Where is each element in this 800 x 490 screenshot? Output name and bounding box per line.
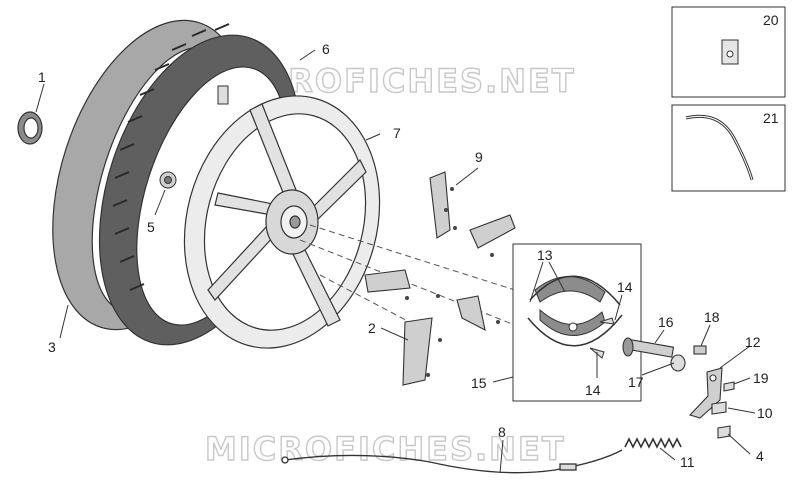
callout-16: 16 (658, 314, 674, 330)
callout-15: 15 (471, 375, 487, 391)
callout-8: 8 (498, 424, 506, 440)
leader-lines (35, 49, 756, 474)
callout-17: 17 (628, 374, 644, 390)
inset-21 (671, 104, 786, 192)
callout-21: 21 (763, 110, 779, 126)
callout-labels: 1 2 3 4 5 6 7 8 9 10 11 12 13 14 14 15 1… (38, 12, 779, 470)
callout-19: 19 (753, 370, 769, 386)
brake-pad-pieces (364, 171, 516, 386)
brake-shoe-box (512, 243, 642, 402)
callout-2: 2 (368, 320, 376, 336)
brake-cable (281, 449, 623, 474)
callout-1: 1 (38, 69, 46, 85)
wheel-rim (183, 95, 381, 349)
pad-screws (405, 187, 500, 377)
return-spring (624, 437, 682, 449)
brake-lever (688, 345, 735, 439)
callout-9: 9 (475, 149, 483, 165)
callout-14-bottom: 14 (585, 382, 601, 398)
brake-cam (622, 337, 686, 372)
retainer-ring (17, 111, 43, 145)
valve (159, 85, 229, 189)
watermark-bottom: MICROFICHES.NET (205, 430, 566, 468)
callout-7: 7 (393, 125, 401, 141)
callout-5: 5 (147, 219, 155, 235)
callout-3: 3 (48, 339, 56, 355)
callout-6: 6 (322, 41, 330, 57)
inset-20 (671, 6, 786, 98)
callout-18: 18 (704, 309, 720, 325)
callout-12: 12 (745, 334, 761, 350)
callout-11: 11 (680, 454, 695, 470)
callout-20: 20 (763, 12, 779, 28)
callout-10: 10 (757, 405, 773, 421)
callout-14-top: 14 (617, 279, 633, 295)
callout-13: 13 (537, 247, 553, 263)
callout-4: 4 (756, 448, 764, 464)
